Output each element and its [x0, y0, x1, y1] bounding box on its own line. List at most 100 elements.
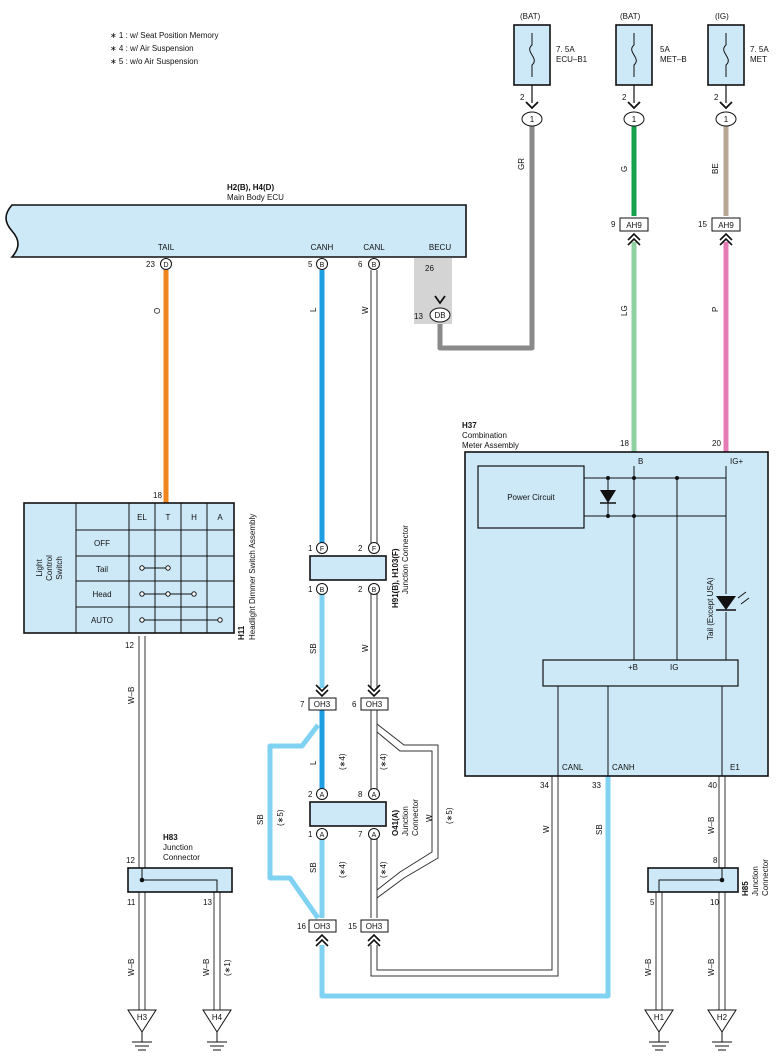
notes-legend: ∗ 1 : w/ Seat Position Memory ∗ 4 : w/ A…: [110, 31, 219, 66]
svg-text:18: 18: [153, 491, 162, 500]
svg-text:Junction: Junction: [401, 806, 410, 836]
fuse-pin: 2: [520, 93, 525, 102]
wire-label-sb: SB: [309, 643, 318, 654]
svg-text:34: 34: [540, 781, 549, 790]
junction-o41: 2 A 8 A 1 A 7 A O41(A) Junction Connecto…: [308, 788, 420, 840]
power-circuit-block: [477, 465, 585, 529]
pin-circle: [316, 258, 328, 270]
wire-label: GR: [517, 158, 526, 170]
svg-text:AUTO: AUTO: [91, 616, 113, 625]
ground-h2: H2: [707, 1009, 737, 1051]
svg-text:7. 5A: 7. 5A: [750, 45, 769, 54]
pin-circle: [368, 258, 380, 270]
svg-text:H4: H4: [212, 1013, 223, 1022]
term-tail: TAIL: [158, 243, 175, 252]
svg-text:9: 9: [611, 220, 616, 229]
connector-arrow-icon: [315, 933, 329, 947]
headlight-dimmer-switch: 18 EL T H A OFF Tail Head AUTO Light: [23, 491, 257, 704]
ground-h3: H3: [127, 1009, 157, 1051]
svg-text:OH3: OH3: [314, 922, 331, 931]
svg-text:8: 8: [358, 790, 363, 799]
svg-text:B: B: [320, 262, 325, 269]
note-1: ∗ 1 : w/ Seat Position Memory: [110, 31, 219, 40]
svg-text:OFF: OFF: [94, 539, 110, 548]
wire-label-l: L: [309, 307, 318, 312]
svg-text:+B: +B: [628, 663, 638, 672]
wire-sb-bottom: [319, 776, 611, 999]
svg-text:CANH: CANH: [612, 763, 635, 772]
svg-text:2: 2: [714, 93, 719, 102]
svg-text:OH3: OH3: [366, 700, 383, 709]
svg-text:T: T: [166, 513, 171, 522]
svg-text:5: 5: [650, 898, 655, 907]
wire-sb-loop: [267, 723, 321, 920]
wire-label-wb-e1: W–B: [707, 817, 716, 834]
connector-arrow-icon: [719, 101, 733, 110]
ground-icon: [207, 1041, 227, 1051]
svg-text:Connector: Connector: [411, 799, 420, 836]
svg-text:Tail: Tail: [96, 565, 108, 574]
note-4: ∗ 4 : w/ Air Suspension: [110, 44, 194, 53]
svg-text:33: 33: [592, 781, 601, 790]
connector-arrow-icon: [367, 933, 381, 947]
svg-text:Connector: Connector: [761, 859, 770, 896]
svg-text:B: B: [320, 587, 325, 594]
connector-arrow-icon: [719, 232, 733, 246]
svg-text:AH9: AH9: [718, 221, 734, 230]
svg-text:H85: H85: [741, 881, 750, 896]
svg-text:15: 15: [698, 220, 707, 229]
svg-text:7: 7: [358, 830, 363, 839]
svg-text:5A: 5A: [660, 45, 670, 54]
svg-text:IG+: IG+: [730, 457, 743, 466]
svg-text:20: 20: [712, 439, 721, 448]
svg-text:(BAT): (BAT): [620, 12, 641, 21]
svg-text:13: 13: [414, 312, 423, 321]
svg-text:H1: H1: [654, 1013, 665, 1022]
connector-ah9: 9 AH9 15 AH9 LG P: [611, 217, 741, 316]
light-rays-icon: [737, 591, 750, 605]
svg-text:(∗4): (∗4): [379, 861, 388, 878]
fuse-met: (IG) 7. 5A MET 2 1 BE: [707, 12, 769, 174]
svg-text:EL: EL: [137, 513, 147, 522]
svg-text:(∗4): (∗4): [338, 753, 347, 770]
wire-label-sb-loop: SB: [256, 814, 265, 825]
connector-oh3-bottom: 16 OH3 15 OH3: [297, 919, 389, 947]
svg-text:B: B: [638, 457, 643, 466]
svg-text:26: 26: [425, 264, 434, 273]
svg-text:Light: Light: [35, 559, 44, 577]
fuse-supply: (BAT): [520, 12, 541, 21]
svg-text:13: 13: [203, 898, 212, 907]
svg-text:1: 1: [308, 544, 313, 553]
svg-text:1: 1: [530, 115, 535, 124]
svg-text:OH3: OH3: [366, 922, 383, 931]
ground-icon: [132, 1041, 152, 1051]
ecu-name: Main Body ECU: [227, 193, 284, 202]
ground-icon: [649, 1041, 669, 1051]
wire-label-o: O: [153, 308, 162, 314]
svg-text:H2: H2: [717, 1013, 728, 1022]
connector-arrow-icon: [627, 101, 641, 110]
svg-text:D: D: [163, 262, 168, 269]
svg-text:E1: E1: [730, 763, 740, 772]
svg-text:1: 1: [724, 115, 729, 124]
svg-text:Junction: Junction: [163, 843, 193, 852]
connector-arrow-icon: [434, 295, 446, 305]
led-icon: [716, 596, 736, 610]
svg-text:CANL: CANL: [562, 763, 584, 772]
fuse-icon: [529, 33, 535, 77]
connector-arrow-icon: [627, 232, 641, 246]
wire-label-w: W: [361, 306, 370, 314]
svg-text:16: 16: [297, 922, 306, 931]
svg-text:6: 6: [352, 700, 357, 709]
svg-text:7: 7: [300, 700, 305, 709]
svg-text:A: A: [320, 792, 325, 799]
svg-text:DB: DB: [434, 311, 445, 320]
svg-text:Power Circuit: Power Circuit: [507, 493, 555, 502]
connector-arrow-icon: [367, 684, 381, 698]
svg-text:Junction Connector: Junction Connector: [401, 525, 410, 594]
svg-text:Combination: Combination: [462, 431, 507, 440]
term-canl: CANL: [363, 243, 385, 252]
svg-text:2: 2: [622, 93, 627, 102]
svg-text:Junction: Junction: [751, 866, 760, 896]
